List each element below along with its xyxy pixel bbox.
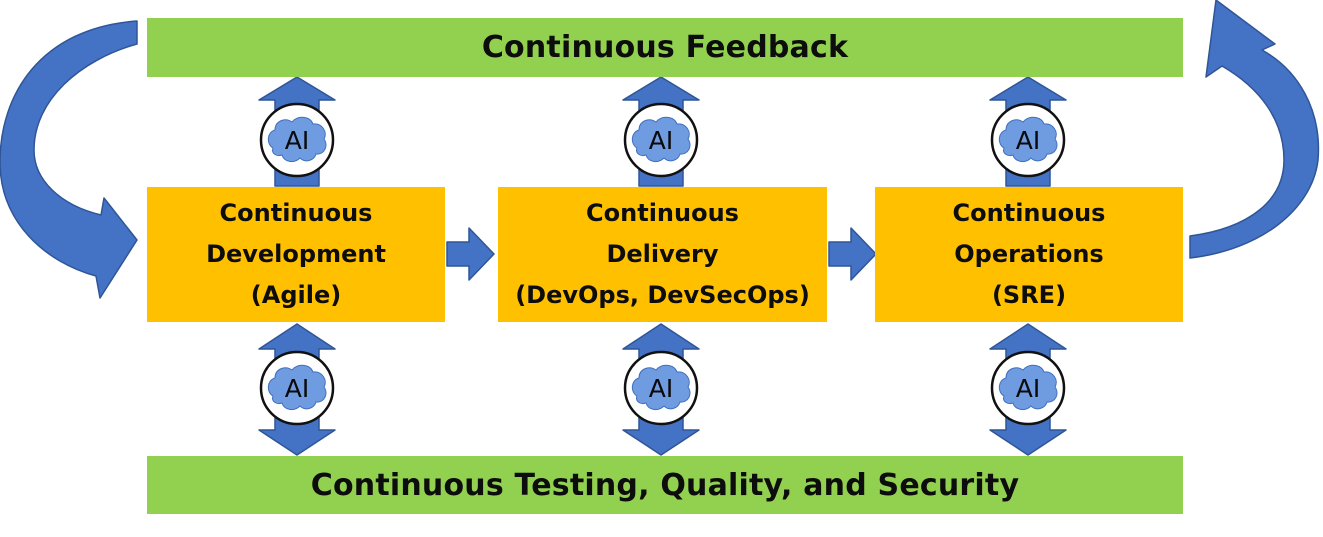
ai-label: AI [1016, 374, 1040, 403]
ai-badge-6: AI [990, 350, 1066, 426]
ai-badge-4: AI [259, 350, 335, 426]
continuous-feedback-label: Continuous Feedback [481, 30, 849, 65]
feedback-loop-arrows [0, 0, 1320, 299]
ai-badge-2: AI [623, 102, 699, 178]
left-feedback-curve-arrow [0, 20, 138, 299]
ai-label: AI [649, 126, 673, 155]
stage-continuous-delivery: Continuous Delivery (DevOps, DevSecOps) [498, 187, 827, 322]
stage-continuous-operations: Continuous Operations (SRE) [875, 187, 1183, 322]
stage-delivery-line2: Delivery [606, 240, 719, 268]
ai-badges: AI AI AI AI AI AI [259, 102, 1066, 426]
ai-badge-1: AI [259, 102, 335, 178]
ai-label: AI [285, 126, 309, 155]
stage-development-line3: (Agile) [250, 281, 342, 309]
stage-delivery-line3: (DevOps, DevSecOps) [515, 281, 810, 309]
stage-operations-line1: Continuous [952, 199, 1106, 227]
ai-label: AI [649, 374, 673, 403]
ai-badge-3: AI [990, 102, 1066, 178]
continuous-testing-bar: Continuous Testing, Quality, and Securit… [147, 456, 1183, 514]
continuous-feedback-bar: Continuous Feedback [147, 18, 1183, 77]
stage-operations-line2: Operations [954, 240, 1104, 268]
continuous-testing-label: Continuous Testing, Quality, and Securit… [310, 467, 1020, 503]
ai-badge-5: AI [623, 350, 699, 426]
stage-continuous-development: Continuous Development (Agile) [147, 187, 445, 322]
stage-operations-line3: (SRE) [991, 281, 1067, 309]
right-arrow-2 [828, 227, 877, 281]
ai-label: AI [285, 374, 309, 403]
stage-development-line1: Continuous [219, 199, 373, 227]
stage-development-line2: Development [206, 240, 386, 268]
right-arrow-1 [446, 227, 495, 281]
stage-delivery-line1: Continuous [586, 199, 739, 227]
ai-label: AI [1016, 126, 1040, 155]
right-feedback-curve-arrow [1189, 0, 1320, 259]
